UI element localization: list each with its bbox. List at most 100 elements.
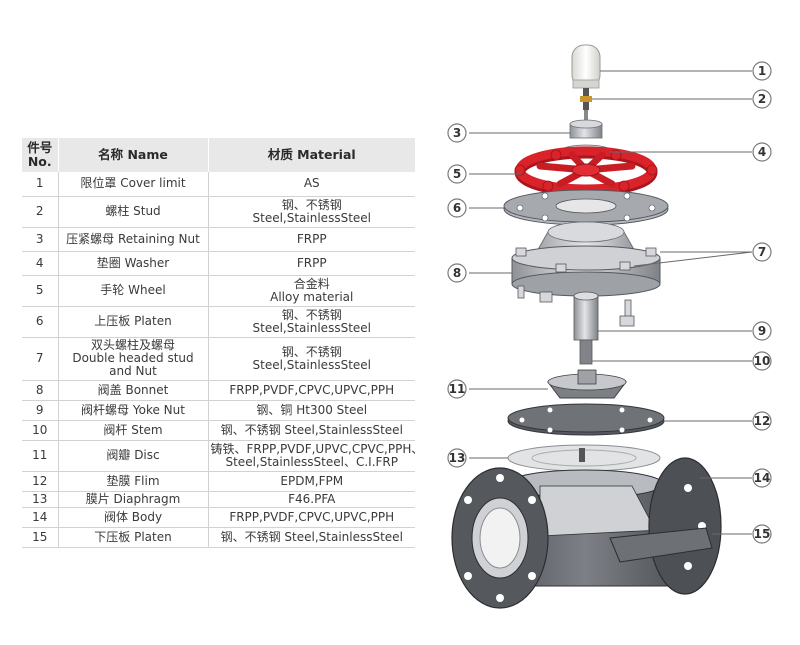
header-no-en: No.	[27, 154, 52, 169]
cell-no: 5	[22, 275, 59, 307]
callout-label: 7	[758, 245, 766, 259]
callout-11: 11	[447, 379, 467, 399]
cell-name: 阀瓣 Disc	[58, 440, 209, 472]
callout-2: 2	[752, 89, 772, 109]
cell-material: FRPP,PVDF,CPVC,UPVC,PPH	[208, 507, 415, 528]
callout-circle	[752, 242, 772, 262]
cell-name: 阀杆 Stem	[58, 420, 209, 441]
table-row: 8 阀盖 Bonnet FRPP,PVDF,CPVC,UPVC,PPH	[22, 380, 415, 401]
cell-no: 13	[22, 491, 59, 508]
part-11-disc	[547, 369, 627, 399]
cell-material-line: FRPP	[296, 231, 327, 246]
cell-name-line: 垫膜 Flim	[106, 473, 160, 488]
part-14-body	[451, 457, 722, 609]
cell-name: 压紧螺母 Retaining Nut	[58, 227, 209, 252]
cell-name-line: 下压板 Platen	[94, 529, 172, 544]
part-13-diaphragm	[507, 444, 661, 472]
callout-label: 9	[758, 324, 766, 338]
callout-circle	[752, 351, 772, 371]
cell-material-line: 钢、不锈钢	[281, 307, 342, 322]
callout-label: 15	[754, 527, 771, 541]
callout-circle	[447, 263, 467, 283]
callout-7: 7	[752, 242, 772, 262]
cell-material-line: Steel,StainlessSteel、C.I.FRP	[225, 454, 399, 469]
cell-name: 膜片 Diaphragm	[58, 491, 209, 508]
callout-label: 13	[449, 451, 466, 465]
callout-10: 10	[752, 351, 772, 371]
cell-no: 8	[22, 380, 59, 401]
cell-material-line: 铸铁、FRPP,PVDF,UPVC,CPVC,PPH、	[210, 441, 416, 456]
cell-no: 4	[22, 251, 59, 276]
cell-material: FRPP,PVDF,CPVC,UPVC,PPH	[208, 380, 415, 401]
cell-no: 11	[22, 440, 59, 472]
cell-material-line: 钢、不锈钢 Steel,StainlessSteel	[220, 529, 403, 544]
callout-4: 4	[752, 142, 772, 162]
callout-15: 15	[752, 524, 772, 544]
cell-no: 7	[22, 337, 59, 381]
part-2-stud	[580, 88, 592, 128]
cell-name: 垫圈 Washer	[58, 251, 209, 276]
callout-circle	[752, 411, 772, 431]
callout-label: 3	[453, 126, 461, 140]
cell-name-line: Double headed stud	[72, 351, 194, 365]
cell-name-line: 双头螺柱及螺母	[90, 338, 175, 352]
cell-no: 10	[22, 420, 59, 441]
callout-circle	[447, 379, 467, 399]
cell-name-line: 阀盖 Bonnet	[97, 382, 169, 397]
callout-1: 1	[752, 61, 772, 81]
cell-name-line: 手轮 Wheel	[100, 283, 166, 297]
callout-label: 12	[754, 414, 771, 428]
cell-material: FRPP	[208, 227, 415, 252]
callout-label: 4	[758, 145, 766, 159]
cell-name-line: 垫圈 Washer	[96, 255, 170, 270]
cell-name: 下压板 Platen	[58, 527, 209, 548]
header-no: 件号 No.	[22, 138, 59, 172]
cell-no: 6	[22, 306, 59, 338]
cell-material-line: Steel,StainlessSteel	[252, 210, 372, 225]
cell-no: 9	[22, 400, 59, 421]
leader-lines	[469, 70, 753, 535]
cell-name-line: 螺柱 Stud	[105, 204, 161, 218]
callout-circle	[752, 89, 772, 109]
cell-name-line: 阀体 Body	[103, 509, 163, 524]
cell-name: 阀体 Body	[58, 507, 209, 528]
callout-12: 12	[752, 411, 772, 431]
callout-circle	[752, 321, 772, 341]
cell-name-line: 阀杆螺母 Yoke Nut	[81, 402, 185, 417]
cell-material-line: F46.PFA	[288, 491, 336, 506]
cell-no: 3	[22, 227, 59, 252]
callout-9: 9	[752, 321, 772, 341]
cell-name-line: 阀杆 Stem	[103, 422, 163, 437]
callout-3: 3	[447, 123, 467, 143]
part-9-yoke-nut	[573, 291, 599, 341]
cell-name: 螺柱 Stud	[58, 196, 209, 228]
cell-material-line: 钢、不锈钢	[281, 197, 342, 212]
header-no-cn: 件号	[27, 140, 53, 155]
cell-material-line: Steel,StainlessSteel	[252, 357, 372, 372]
callout-13: 13	[447, 448, 467, 468]
callout-circle	[447, 448, 467, 468]
cell-no: 1	[22, 172, 59, 197]
cell-name-line: and Nut	[109, 364, 157, 378]
cell-material: EPDM,FPM	[208, 471, 415, 492]
header-name: 名称 Name	[58, 138, 209, 172]
callout-circle	[752, 468, 772, 488]
callout-label: 5	[453, 167, 461, 181]
header-material: 材质 Material	[208, 138, 415, 172]
part-15-lower-platen	[609, 527, 713, 563]
